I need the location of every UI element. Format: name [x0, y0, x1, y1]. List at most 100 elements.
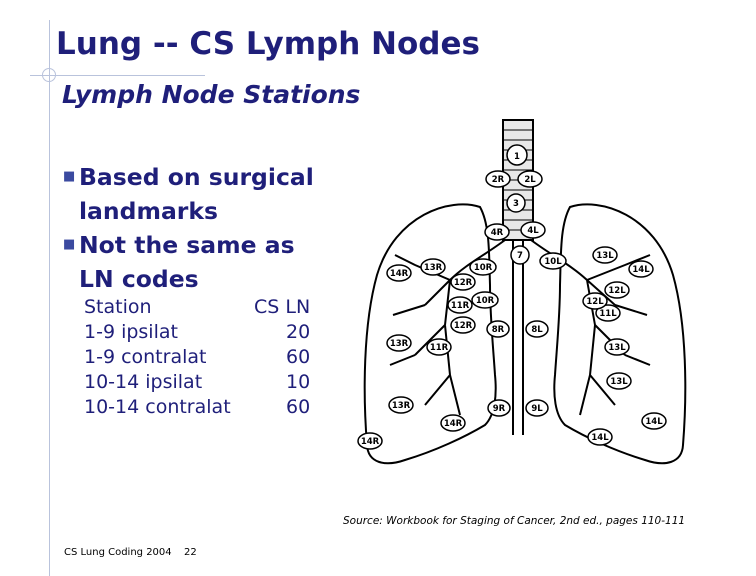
station-13r-mid-label: 13R	[390, 339, 409, 349]
source-book-title: Workbook for Staging of Cancer	[386, 515, 554, 527]
station-2l-label: 2L	[524, 175, 536, 185]
lymph-node-station-diagram: 1 2R 2L 3 4R 4L 7 10R 10L 10R 11R 11L 12…	[357, 119, 687, 465]
station-13l-right-node: 13L	[606, 372, 632, 390]
station-9r-node: 9R	[487, 399, 511, 417]
station-11r-label: 11R	[451, 301, 470, 311]
station-9r-label: 9R	[493, 404, 506, 414]
station-7-node: 7	[510, 245, 530, 265]
station-14r-bottom-label: 14R	[361, 437, 380, 447]
station-2l-node: 2L	[517, 170, 543, 188]
code-cell: 60	[285, 396, 311, 418]
station-12r-label: 12R	[454, 278, 473, 288]
source-citation: Source: Workbook for Staging of Cancer, …	[343, 515, 685, 527]
slide-subtitle: Lymph Node Stations	[62, 80, 361, 109]
station-11r-mid-node: 11R	[426, 338, 452, 356]
station-13r-mid-node: 13R	[386, 334, 412, 352]
station-14l-bottom-node: 14L	[587, 428, 613, 446]
right-lung-outline	[363, 203, 497, 465]
station-9l-node: 9L	[525, 399, 549, 417]
source-suffix: , 2nd ed., pages 110-111	[553, 515, 686, 527]
station-8l-node: 8L	[525, 320, 549, 338]
station-12r-node: 12R	[450, 273, 476, 291]
station-10r-lower-node: 10R	[471, 291, 499, 309]
column-header-station: Station	[84, 296, 152, 318]
station-12r-lower-label: 12R	[454, 321, 473, 331]
station-8r-node: 8R	[486, 320, 510, 338]
station-12l-node: 12L	[604, 281, 630, 299]
left-lung-outline	[553, 203, 687, 465]
station-11l-node: 11L	[595, 304, 621, 322]
station-7-label: 7	[517, 251, 523, 261]
station-cell: 10-14 contralat	[84, 396, 231, 418]
table-header-row: Station CS LN	[84, 295, 310, 320]
code-cell: 20	[285, 321, 311, 343]
station-13r-label: 13R	[424, 263, 443, 273]
station-4l-node: 4L	[520, 221, 546, 239]
station-13l-right-label: 13L	[610, 377, 628, 387]
station-8r-label: 8R	[492, 325, 505, 335]
table-row: 1-9 contralat 60	[84, 345, 310, 370]
decorative-vertical-line	[49, 20, 50, 576]
station-14l-low-node: 14L	[641, 412, 667, 430]
station-cell: 1-9 contralat	[84, 346, 207, 368]
station-11r-mid-label: 11R	[430, 343, 449, 353]
station-10r-node: 10R	[469, 258, 497, 276]
station-4r-node: 4R	[484, 223, 510, 241]
column-header-cs-ln: CS LN	[254, 296, 311, 318]
station-14l-label: 14L	[632, 265, 650, 275]
station-1-node: 1	[506, 144, 528, 166]
station-14r-low-node: 14R	[440, 414, 466, 432]
station-14r-label: 14R	[390, 269, 409, 279]
station-2r-node: 2R	[485, 170, 511, 188]
bullet-text: Based on surgical landmarks	[79, 163, 314, 225]
station-10l-label: 10L	[544, 257, 562, 267]
station-9l-label: 9L	[531, 404, 543, 414]
station-13l-mid-label: 13L	[608, 343, 626, 353]
decorative-circle	[42, 68, 56, 82]
table-row: 1-9 ipsilat 20	[84, 320, 310, 345]
station-10l-node: 10L	[539, 252, 567, 270]
decorative-horizontal-line	[30, 75, 205, 76]
station-14l-low-label: 14L	[645, 417, 663, 427]
bullet-text: Not the same as LN codes	[79, 231, 295, 293]
station-13r-node: 13R	[420, 258, 446, 276]
station-11r-node: 11R	[447, 296, 473, 314]
station-14r-bottom-node: 14R	[357, 432, 383, 450]
station-10r-lower-label: 10R	[476, 296, 495, 306]
station-13l-node: 13L	[592, 246, 618, 264]
slide-title: Lung -- CS Lymph Nodes	[56, 26, 480, 62]
station-10r-label: 10R	[474, 263, 493, 273]
station-2r-label: 2R	[492, 175, 505, 185]
station-4r-label: 4R	[491, 228, 504, 238]
station-3-label: 3	[513, 199, 519, 209]
station-8l-label: 8L	[531, 325, 543, 335]
station-labels: 1 2R 2L 3 4R 4L 7 10R 10L 10R 11R 11L 12…	[357, 144, 667, 450]
station-12l-label: 12L	[608, 286, 626, 296]
footer-course-name: CS Lung Coding 2004	[64, 547, 172, 558]
bullet-list: ■ Based on surgical landmarks ■ Not the …	[63, 160, 343, 296]
source-prefix: Source:	[343, 515, 387, 527]
station-cell: 1-9 ipsilat	[84, 321, 178, 343]
table-row: 10-14 ipsilat 10	[84, 370, 310, 395]
table-row: 10-14 contralat 60	[84, 395, 310, 420]
station-13r-low-node: 13R	[388, 396, 414, 414]
station-code-table: Station CS LN 1-9 ipsilat 20 1-9 contral…	[84, 295, 310, 420]
lung-outlines	[363, 203, 687, 465]
esophagus	[512, 240, 524, 435]
station-cell: 10-14 ipsilat	[84, 371, 203, 393]
bullet-item: ■ Based on surgical landmarks	[63, 160, 343, 228]
station-13r-low-label: 13R	[392, 401, 411, 411]
station-13l-mid-node: 13L	[604, 338, 630, 356]
station-1-label: 1	[514, 152, 520, 162]
station-12r-lower-node: 12R	[450, 316, 476, 334]
station-12l-lower-node: 12L	[582, 292, 608, 310]
code-cell: 60	[285, 346, 311, 368]
bullet-item: ■ Not the same as LN codes	[63, 228, 343, 296]
station-12l-lower-label: 12L	[586, 297, 604, 307]
code-cell: 10	[285, 371, 311, 393]
station-14r-low-label: 14R	[444, 419, 463, 429]
station-13l-label: 13L	[596, 251, 614, 261]
bullet-square-icon: ■	[63, 169, 76, 184]
station-4l-label: 4L	[527, 226, 539, 236]
station-11l-label: 11L	[599, 309, 617, 319]
